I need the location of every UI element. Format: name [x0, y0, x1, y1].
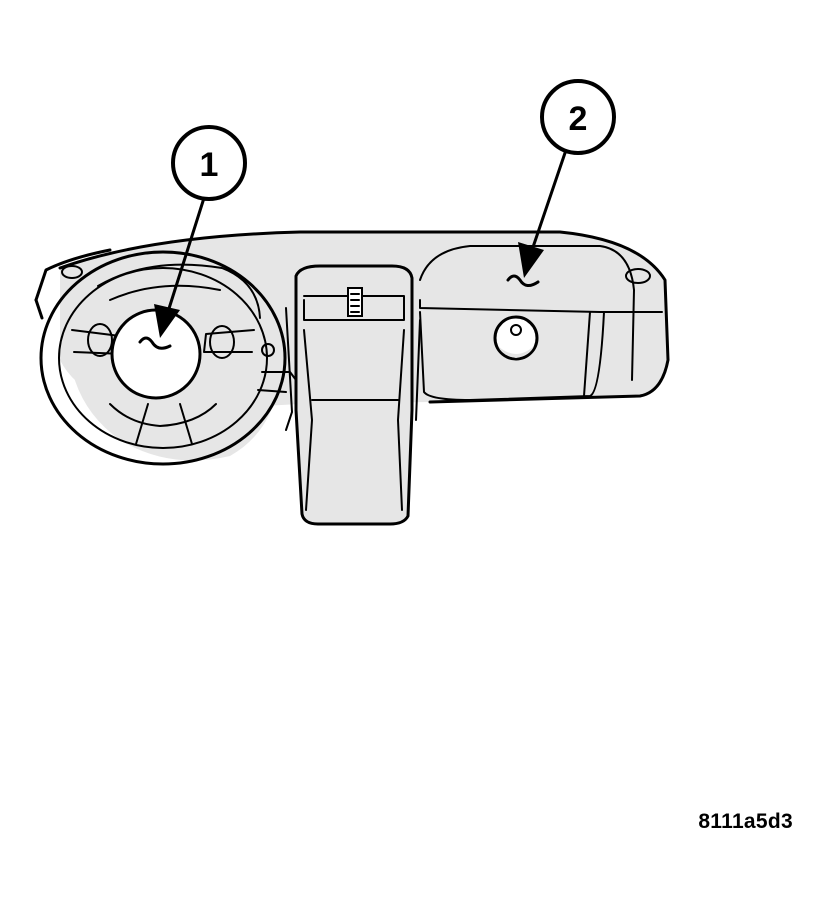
- steering-wheel: [39, 250, 297, 466]
- driver-airbag-module: [110, 308, 202, 400]
- callout-2-circle: [540, 79, 616, 155]
- callout-1-circle: [171, 125, 247, 201]
- figure-id: 8111a5d3: [698, 810, 793, 833]
- center-console: [285, 264, 421, 526]
- callout-2: 2: [518, 79, 616, 278]
- callout-2-arrowhead: [518, 242, 544, 278]
- callout-1: 1: [154, 125, 247, 338]
- callout-1-number: 1: [200, 146, 219, 184]
- glovebox-latch: [493, 315, 539, 361]
- passenger-airbag-location-mark: [506, 274, 540, 287]
- callout-2-number: 2: [569, 100, 588, 138]
- driver-airbag-location-mark: [138, 336, 172, 350]
- callout-1-arrowhead: [154, 304, 180, 338]
